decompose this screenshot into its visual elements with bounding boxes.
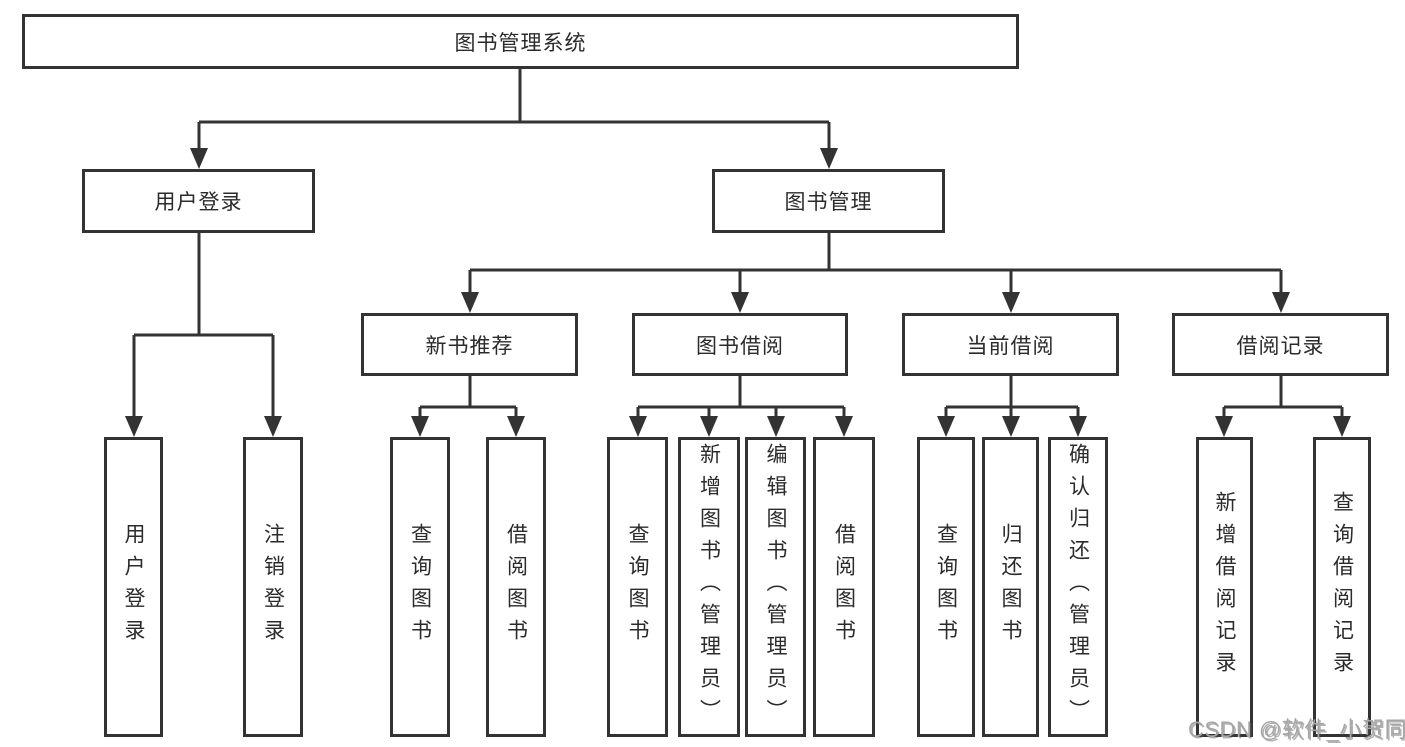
leaf-user-login: 用户登录	[104, 437, 163, 737]
leaf-confirm-return-admin: 确认归还（管理员）	[1048, 437, 1108, 737]
node-borrowing-records: 借阅记录	[1172, 313, 1389, 376]
leaf-query-borrow-record: 查询借阅记录	[1313, 437, 1371, 737]
node-library-management-system: 图书管理系统	[22, 14, 1019, 69]
leaf-label: 新增图书（管理员）	[697, 443, 721, 731]
node-label: 当前借阅	[966, 334, 1055, 358]
leaf-query-books-borrowing: 查询图书	[607, 437, 668, 737]
leaf-label: 用户登录	[122, 523, 145, 651]
leaf-label: 注销登录	[261, 523, 285, 651]
node-label: 图书管理系统	[454, 31, 587, 55]
leaf-borrow-books-borrowing: 借阅图书	[813, 437, 875, 737]
leaf-logout: 注销登录	[243, 437, 303, 737]
leaf-edit-books-admin: 编辑图书（管理员）	[745, 437, 806, 737]
csdn-watermark: CSDN @软件_小贺同学	[1188, 717, 1405, 742]
node-label: 借阅记录	[1236, 334, 1325, 358]
leaf-add-books-admin: 新增图书（管理员）	[678, 437, 740, 737]
leaf-query-books-current: 查询图书	[917, 437, 975, 737]
leaf-label: 借阅图书	[504, 523, 528, 651]
node-new-book-recommendation: 新书推荐	[361, 313, 578, 376]
leaf-label: 查询图书	[408, 523, 432, 651]
leaf-label: 查询图书	[626, 523, 649, 651]
node-user-login: 用户登录	[82, 169, 315, 233]
node-label: 用户登录	[154, 191, 243, 214]
node-label: 图书管理	[784, 191, 873, 214]
node-current-borrowing: 当前借阅	[902, 313, 1119, 376]
leaf-label: 新增借阅记录	[1213, 491, 1236, 683]
leaf-query-books-recommend: 查询图书	[390, 437, 450, 737]
leaf-label: 查询借阅记录	[1330, 491, 1354, 683]
leaf-add-borrow-record: 新增借阅记录	[1196, 437, 1253, 737]
node-book-management: 图书管理	[712, 169, 945, 233]
node-label: 图书借阅	[696, 334, 784, 358]
leaf-label: 查询图书	[934, 523, 958, 651]
leaf-borrow-books-recommend: 借阅图书	[486, 437, 546, 737]
leaf-label: 编辑图书（管理员）	[764, 443, 787, 731]
leaf-return-books: 归还图书	[982, 437, 1039, 737]
leaf-label: 确认归还（管理员）	[1066, 443, 1090, 731]
leaf-label: 借阅图书	[832, 523, 856, 651]
node-book-borrowing: 图书借阅	[632, 313, 848, 376]
leaf-label: 归还图书	[999, 523, 1022, 651]
node-label: 新书推荐	[425, 334, 514, 358]
